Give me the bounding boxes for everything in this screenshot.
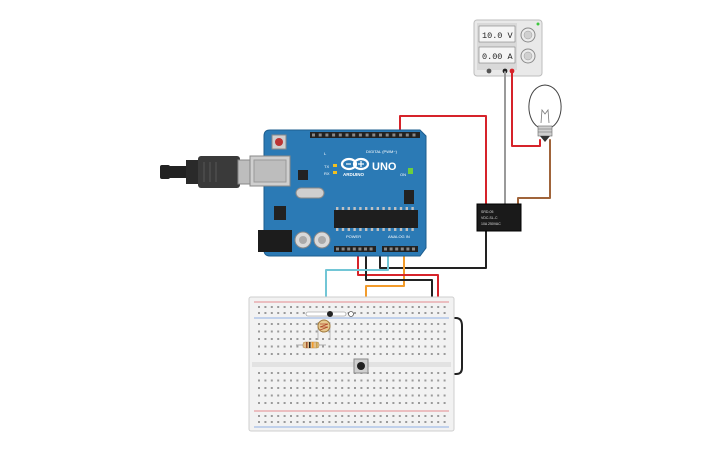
digital-pin-10[interactable]: [345, 133, 349, 137]
analog-pin-A1[interactable]: [389, 247, 393, 251]
digital-pin-8[interactable]: [358, 133, 362, 137]
digital-header-label: DIGITAL (PWM~): [366, 149, 398, 154]
analog-pin-A4[interactable]: [406, 247, 410, 251]
digital-pin-12[interactable]: [332, 133, 336, 137]
power-pin-5V[interactable]: [352, 247, 356, 251]
power-header-label: POWER: [346, 234, 361, 239]
tx-label: TX: [324, 164, 329, 169]
power-supply[interactable]: 10.0 V 0.00 A: [473, 19, 543, 77]
digital-pin-2[interactable]: [399, 133, 403, 137]
analog-pin-A0[interactable]: [384, 247, 387, 251]
digital-pin-13[interactable]: [325, 133, 329, 137]
dc-power-jack: [258, 230, 292, 252]
digital-pin-AREF[interactable]: [312, 133, 315, 137]
usb-cable-connector: [198, 156, 240, 188]
brand-label: ARDUINO: [343, 172, 364, 177]
resistor[interactable]: [296, 341, 326, 349]
model-label: UNO: [372, 161, 397, 173]
digital-pin-TX1[interactable]: [405, 133, 409, 137]
power-pin-VIN[interactable]: [369, 247, 373, 251]
digital-pin-11[interactable]: [338, 133, 342, 137]
usb-plug-tip: [160, 165, 170, 179]
digital-pin-RX0[interactable]: [412, 133, 416, 137]
current-readout: 0.00 A: [482, 52, 514, 62]
wire-white-jumper[interactable]: [305, 311, 347, 317]
digital-pin-4[interactable]: [385, 133, 389, 137]
digital-pin-5[interactable]: [379, 133, 382, 137]
relay-label-2: VDC-SL-C: [481, 216, 498, 220]
digital-header[interactable]: [310, 132, 420, 138]
digital-pin-3[interactable]: [392, 133, 396, 137]
digital-pin-9[interactable]: [352, 133, 356, 137]
analog-pin-A3[interactable]: [400, 247, 404, 251]
voltage-readout: 10.0 V: [482, 31, 514, 41]
wire-bulb-to-relay: [517, 139, 551, 207]
power-pin-IOREF[interactable]: [336, 247, 339, 251]
digital-pin-7[interactable]: [365, 133, 369, 137]
analog-header-label: ANALOG IN: [388, 234, 410, 239]
power-indicator-led: [536, 22, 540, 26]
voltage-display: [478, 25, 516, 43]
power-pin-GND[interactable]: [358, 247, 362, 251]
wire-relay-gnd: [379, 229, 487, 269]
wire-supply-to-bulb: [511, 71, 541, 147]
arduino-logo-icon: [340, 157, 370, 171]
photoresistor[interactable]: [317, 319, 331, 340]
digital-pin-6[interactable]: [372, 133, 376, 137]
ground-terminal[interactable]: [486, 68, 492, 74]
power-pin-RESET[interactable]: [341, 247, 345, 251]
current-display: [478, 46, 516, 64]
led-l-label: L: [324, 151, 327, 156]
arduino-uno[interactable]: DIGITAL (PWM~) TX RX L ON UNO ARDUINO PO…: [160, 129, 427, 257]
analog-pin-A2[interactable]: [395, 247, 399, 251]
wire-arduino-pin-to-relay: [399, 115, 487, 207]
analog-pin-A5[interactable]: [412, 247, 415, 251]
on-label: ON: [400, 172, 406, 177]
rx-label: RX: [324, 171, 330, 176]
digital-pin-GND[interactable]: [318, 133, 322, 137]
analog-header[interactable]: [382, 246, 418, 252]
wire-gnd-loop: [365, 317, 463, 375]
power-pin-GND[interactable]: [364, 247, 367, 251]
relay-label-3: 10A 250VAC: [481, 222, 501, 226]
relay-label-1: SRD-05: [481, 210, 494, 214]
light-bulb[interactable]: [528, 84, 562, 142]
pushbutton[interactable]: [353, 358, 369, 374]
relay-module[interactable]: SRD-05 VDC-SL-C 10A 250VAC: [476, 203, 522, 232]
atmega-chip: [334, 210, 418, 228]
power-pin-33V[interactable]: [347, 247, 351, 251]
breadboard[interactable]: [248, 296, 455, 432]
